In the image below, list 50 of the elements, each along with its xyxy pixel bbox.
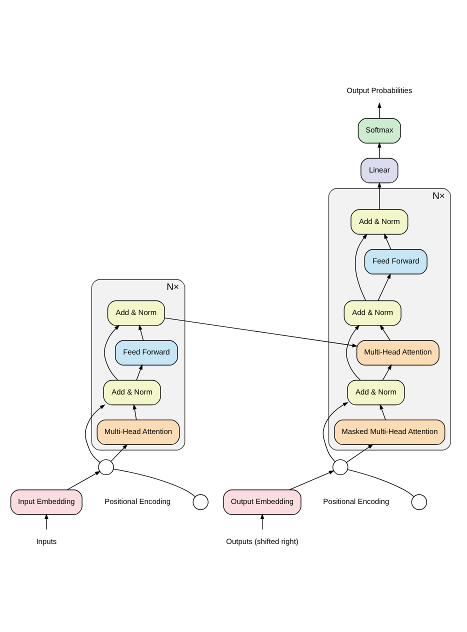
arrow: [66, 470, 101, 490]
node-box: Multi-Head Attention: [96, 419, 180, 444]
arrow: [44, 512, 48, 530]
node-text: Inputs: [36, 536, 57, 546]
arrow: [136, 364, 142, 380]
arrow: [378, 102, 382, 118]
arrow: [380, 324, 391, 340]
arrow: [346, 444, 374, 462]
arrow: [378, 142, 382, 158]
node-label: N×: [166, 281, 180, 292]
node-box: Softmax: [358, 118, 402, 143]
arrow: [378, 181, 382, 210]
arrow: [289, 470, 334, 490]
node-box: Input Embedding: [10, 489, 82, 514]
node-circle: [192, 494, 208, 510]
node-box: Output Embedding: [223, 489, 302, 514]
node-label: Positional Encoding: [104, 496, 171, 506]
arrow: [322, 402, 348, 462]
arrow: [138, 324, 144, 340]
node-circle: [332, 458, 348, 475]
arrow: [382, 364, 392, 380]
node-label: N×: [432, 190, 445, 202]
node-box: Multi-Head Attention: [356, 340, 440, 365]
arrow: [132, 403, 137, 420]
node-box: Feed Forward: [364, 248, 428, 274]
arrow: [346, 324, 361, 380]
node-box: Add & Norm: [347, 379, 405, 405]
connector: [347, 468, 414, 497]
node-box: Feed Forward: [114, 340, 178, 365]
node-box: Add & Norm: [107, 300, 165, 326]
node-box: Add & Norm: [103, 379, 161, 405]
node-label: Positional Encoding: [323, 496, 390, 506]
node-text: Output Probabilities: [346, 85, 412, 94]
arrow: [380, 403, 386, 420]
arrow: [104, 324, 120, 380]
node-box: Add & Norm: [344, 300, 402, 326]
node-circle: [98, 458, 114, 475]
node-box: Masked Multi-Head Attention: [334, 419, 446, 444]
arrow: [164, 317, 358, 347]
arrow: [260, 512, 264, 530]
node-box: Add & Norm: [350, 208, 408, 234]
arrow: [384, 232, 392, 250]
arrow: [378, 272, 391, 300]
arrow: [354, 233, 368, 300]
node-box: Linear: [360, 157, 398, 183]
node-text: Outputs (shifted right): [226, 536, 298, 546]
connector: [113, 468, 196, 496]
node-circle: [411, 494, 428, 510]
arrow: [110, 443, 128, 462]
arrow: [84, 404, 106, 462]
